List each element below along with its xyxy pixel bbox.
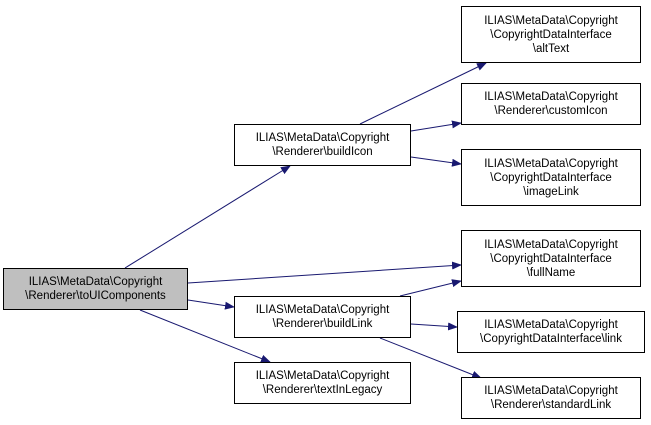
node-label-line: \CopyrightDataInterface — [490, 252, 612, 265]
node-label-line: \Renderer\customIcon — [494, 105, 608, 117]
node-label-line: ILIAS\MetaData\Copyright — [484, 14, 618, 27]
node-label-line: ILIAS\MetaData\Copyright — [28, 276, 163, 288]
edge-build_icon-to-image_link — [410, 156, 462, 167]
node-label-line: ILIAS\MetaData\Copyright — [484, 385, 618, 397]
edge-build_link-to-standard_link — [379, 337, 482, 379]
node-build-link[interactable]: ILIAS\MetaData\Copyright \Renderer\buildL… — [234, 296, 411, 338]
node-label-line: ILIAS\MetaData\Copyright — [484, 91, 618, 103]
node-standard-link[interactable]: ILIAS\MetaData\Copyright \Renderer\standa… — [461, 377, 641, 419]
node-label-line: \CopyrightDataInterface\link — [480, 333, 622, 345]
node-label-line: ILIAS\MetaData\Copyright — [255, 132, 390, 144]
node-label-line: ILIAS\MetaData\Copyright — [484, 319, 618, 331]
node-label-line: ILIAS\MetaData\Copyright — [255, 304, 390, 316]
node-label-line: \fullName — [526, 266, 576, 279]
edge-root-to-full_name — [187, 261, 462, 284]
node-label-line: \Renderer\standardLink — [490, 399, 612, 411]
node-label-line: \Renderer\toUIComponents — [25, 290, 166, 302]
edge-root-to-build_link — [187, 299, 235, 310]
node-to-ui-components[interactable]: ILIAS\MetaData\Copyright \Renderer\toUICo… — [3, 268, 188, 310]
node-label-line: \CopyrightDataInterface — [490, 28, 612, 41]
node-label-line: \Renderer\textInLegacy — [262, 384, 383, 396]
edge-root-to-build_icon — [124, 165, 291, 269]
node-label-line: \CopyrightDataInterface — [490, 171, 612, 184]
node-label-line: \altText — [532, 42, 570, 55]
node-full-name[interactable]: ILIAS\MetaData\Copyright\CopyrightDataIn… — [461, 230, 641, 287]
node-label-line: \Renderer\buildIcon — [272, 146, 373, 158]
edge-build_link-to-full_name — [399, 279, 462, 297]
node-custom-icon[interactable]: ILIAS\MetaData\Copyright \Renderer\custom… — [461, 83, 641, 125]
node-label-line: ILIAS\MetaData\Copyright — [484, 238, 618, 251]
edge-build_icon-to-custom_icon — [410, 120, 462, 132]
node-image-link[interactable]: ILIAS\MetaData\Copyright\CopyrightDataIn… — [461, 149, 641, 206]
edge-build_link-to-link — [410, 322, 458, 331]
node-label-line: \imageLink — [523, 185, 579, 198]
edge-build_icon-to-alt_text — [359, 62, 487, 125]
node-link[interactable]: ILIAS\MetaData\Copyright \CopyrightDataIn… — [457, 311, 645, 353]
node-text-in-legacy[interactable]: ILIAS\MetaData\Copyright \Renderer\textIn… — [234, 362, 411, 404]
node-build-icon[interactable]: ILIAS\MetaData\Copyright \Renderer\buildI… — [234, 124, 411, 166]
edge-root-to-text_in_legacy — [139, 309, 271, 363]
node-label-line: ILIAS\MetaData\Copyright — [255, 370, 390, 382]
node-label-line: \Renderer\buildLink — [272, 318, 373, 330]
node-label-line: ILIAS\MetaData\Copyright — [484, 157, 618, 170]
node-alt-text[interactable]: ILIAS\MetaData\Copyright\CopyrightDataIn… — [461, 6, 641, 63]
